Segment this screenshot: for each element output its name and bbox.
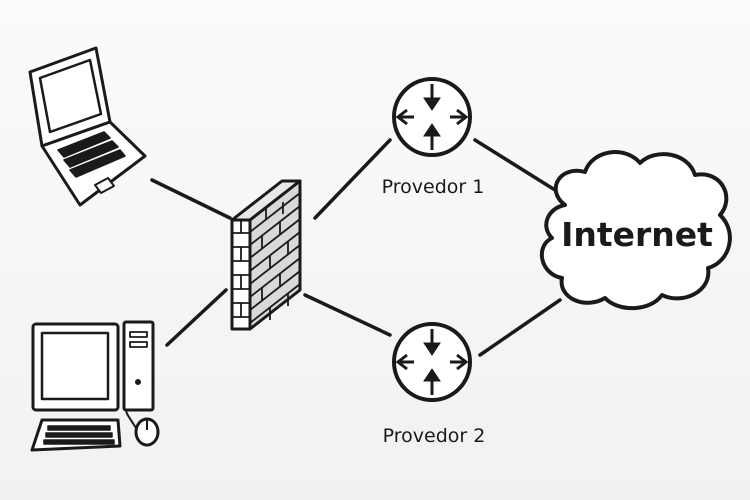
router-1-label: Provedor 1 xyxy=(382,176,485,198)
link-router-1-internet xyxy=(473,138,557,192)
internet-label: Internet xyxy=(561,215,713,254)
router-2-label: Provedor 2 xyxy=(383,425,486,447)
link-router-2-internet xyxy=(478,298,562,357)
router-1-icon xyxy=(392,77,472,157)
laptop-icon xyxy=(28,46,147,207)
link-firewall-router-2 xyxy=(303,293,392,337)
brick-firewall-icon xyxy=(230,179,302,331)
cloud-icon xyxy=(539,150,732,311)
link-firewall-router-1 xyxy=(313,138,392,220)
link-desktop-firewall xyxy=(165,288,228,347)
router-2-icon xyxy=(392,322,472,402)
link-laptop-firewall xyxy=(150,178,232,220)
connections xyxy=(150,138,562,357)
desktop-computer-icon xyxy=(30,320,160,452)
